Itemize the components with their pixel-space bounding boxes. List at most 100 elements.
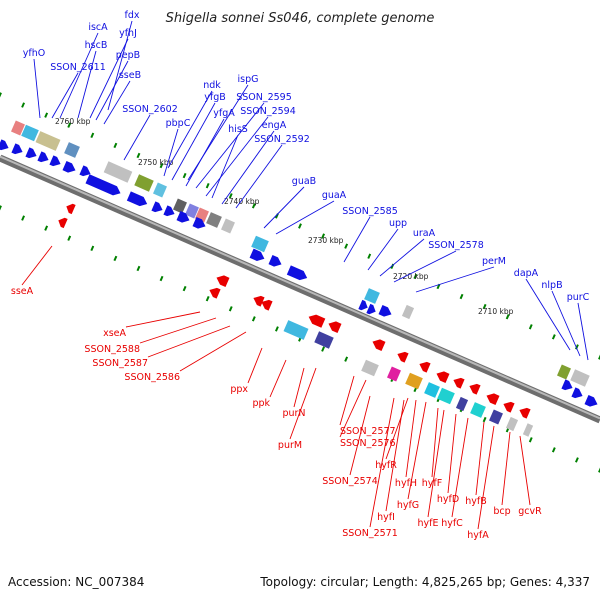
gene-label: yfhJ [119, 28, 137, 39]
gene-label: yfgB [204, 92, 226, 103]
gene-band [557, 364, 571, 380]
gene-arrow [85, 174, 121, 196]
gene-arrow [261, 299, 273, 311]
leader-line [385, 399, 405, 512]
tick-mark [228, 193, 233, 199]
leader-line [195, 102, 265, 189]
gene-band [153, 182, 167, 198]
tick-mark [228, 306, 233, 312]
tick-mark [136, 152, 141, 159]
gene-label: guaA [322, 190, 347, 201]
leader-line [211, 134, 239, 199]
leader-line [125, 311, 201, 328]
tick-mark [367, 253, 372, 259]
gene-label: SSON_2587 [92, 358, 148, 369]
gene-label: xseA [103, 328, 126, 339]
gene-arrow [469, 383, 481, 395]
gene-band [134, 174, 154, 192]
forward-gene-labels: fdxiscAyfhJhscByfhOSSON_2611pepBsseBndki… [23, 10, 590, 361]
gene-label: gcvR [518, 506, 542, 517]
gene-label: pbpC [166, 118, 191, 129]
gene-band [251, 235, 269, 253]
tick-mark [90, 132, 95, 138]
gene-arrow [519, 407, 531, 419]
gene-label: SSON_2585 [342, 206, 398, 217]
gene-arrow [436, 371, 450, 383]
tick-mark [21, 215, 25, 221]
tick-mark [551, 334, 556, 340]
tick-mark [159, 275, 164, 282]
tick-mark [275, 213, 279, 219]
gene-label: hyfB [465, 496, 487, 507]
gene-label: iscA [88, 22, 108, 33]
gene-arrow [25, 147, 37, 159]
gene-arrow [366, 303, 376, 315]
leader-line [21, 245, 53, 286]
gene-label: perM [482, 256, 506, 267]
gene-arrow [372, 339, 386, 351]
leader-line [369, 397, 395, 528]
genome-summary-text: Topology: circular; Length: 4,825,265 bp… [259, 575, 590, 589]
scale-label: 2730 kbp [308, 236, 344, 245]
gene-arrow [253, 295, 265, 307]
gene-band [11, 120, 25, 136]
leader-line [427, 409, 445, 518]
gene-label: purC [567, 292, 590, 303]
scale-label: 2740 kbp [224, 197, 260, 206]
gene-arrow [358, 299, 368, 311]
leader-line [379, 238, 425, 277]
minor-ticks [0, 92, 600, 473]
leader-line [339, 379, 367, 438]
leader-line [89, 38, 129, 119]
gene-arrow [163, 205, 175, 217]
leader-line [577, 302, 589, 361]
gene-label: hyfC [441, 518, 463, 529]
gene-label: ppx [230, 384, 248, 395]
tick-mark [528, 324, 533, 330]
leader-line [77, 50, 97, 119]
gene-arrow [151, 201, 163, 213]
tick-mark [321, 233, 325, 239]
gene-arrow [584, 395, 598, 407]
leader-line [95, 60, 129, 121]
tick-mark [598, 354, 600, 360]
tick-mark [44, 112, 49, 118]
gene-band [314, 331, 334, 349]
tick-mark [575, 457, 579, 463]
leader-line [221, 130, 275, 205]
leader-line [349, 395, 371, 476]
tick-mark [459, 293, 464, 300]
gene-label: hyfG [397, 500, 419, 511]
gene-label: ispG [238, 74, 259, 85]
gene-arrow [58, 217, 68, 229]
gene-label: SSON_2592 [254, 134, 310, 145]
gene-label: hyfA [467, 530, 489, 541]
leader-line [171, 102, 216, 181]
gene-label: ppk [252, 398, 270, 409]
tick-mark [298, 223, 302, 229]
gene-band [173, 198, 187, 214]
gene-label: SSON_2602 [122, 104, 178, 115]
scale-label: 2750 kbp [138, 158, 174, 167]
tick-mark [159, 162, 164, 169]
tick-mark [321, 346, 325, 352]
gene-arrow [79, 165, 91, 177]
gene-band [364, 288, 380, 304]
leader-line [235, 144, 283, 209]
tick-mark [182, 172, 187, 179]
leader-line [343, 216, 371, 263]
leader-line [185, 118, 225, 187]
tick-mark [482, 303, 487, 310]
gene-label: hyfI [377, 512, 395, 523]
gene-arrow [561, 379, 573, 391]
leader-line [475, 421, 485, 496]
gene-label: ndk [203, 80, 221, 91]
gene-band [35, 131, 61, 151]
gene-label: yfhO [23, 48, 45, 59]
gene-band [401, 304, 415, 320]
leader-line [289, 367, 317, 440]
leader-line [525, 278, 571, 351]
gene-label: uraA [413, 228, 436, 239]
gene-band [103, 161, 133, 183]
